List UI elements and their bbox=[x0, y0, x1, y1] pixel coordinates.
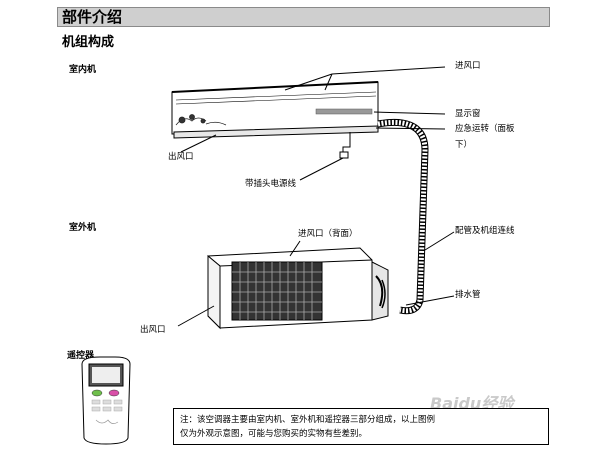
header-bar: 部件介绍 bbox=[57, 7, 550, 27]
section-subtitle: 机组构成 bbox=[62, 35, 115, 50]
note-line-2: 仅为外观示意图，可能与您购买的实物有些差别。 bbox=[180, 429, 368, 439]
pipes-wiring-label: 配管及机组连线 bbox=[455, 226, 515, 236]
indoor-unit bbox=[171, 81, 379, 159]
remote-control bbox=[81, 356, 131, 445]
indoor-unit-label: 室内机 bbox=[69, 65, 97, 75]
page-title: 部件介绍 bbox=[62, 8, 123, 26]
indoor-air-outlet-label: 出风口 bbox=[168, 152, 194, 162]
drain-pipe-label: 排水管 bbox=[455, 290, 481, 300]
emergency-run-label-2: 下） bbox=[455, 140, 473, 150]
emergency-run-label-1: 应急运转（面板 bbox=[455, 124, 515, 134]
display-window-label: 显示窗 bbox=[455, 109, 481, 119]
flower-decoration bbox=[175, 114, 227, 126]
indoor-air-inlet-label: 进风口 bbox=[455, 61, 481, 71]
outdoor-air-inlet-label: 进风口（背面） bbox=[298, 229, 358, 239]
connection-pipe bbox=[377, 118, 429, 315]
note-line-1: 注：该空调器主要由室内机、室外机和遥控器三部分组成，以上图例 bbox=[180, 415, 436, 425]
display-window bbox=[315, 108, 373, 115]
remote-label: 遥控器 bbox=[67, 351, 95, 361]
outdoor-grille bbox=[231, 261, 323, 321]
outdoor-unit-label: 室外机 bbox=[69, 223, 97, 233]
outdoor-air-outlet-label: 出风口 bbox=[140, 325, 166, 335]
leader-lines bbox=[177, 66, 455, 327]
outdoor-unit bbox=[207, 247, 389, 330]
note-box: 注：该空调器主要由室内机、室外机和遥控器三部分组成，以上图例 仅为外观示意图，可… bbox=[173, 408, 549, 445]
power-cord-label: 带插头电源线 bbox=[245, 179, 297, 189]
